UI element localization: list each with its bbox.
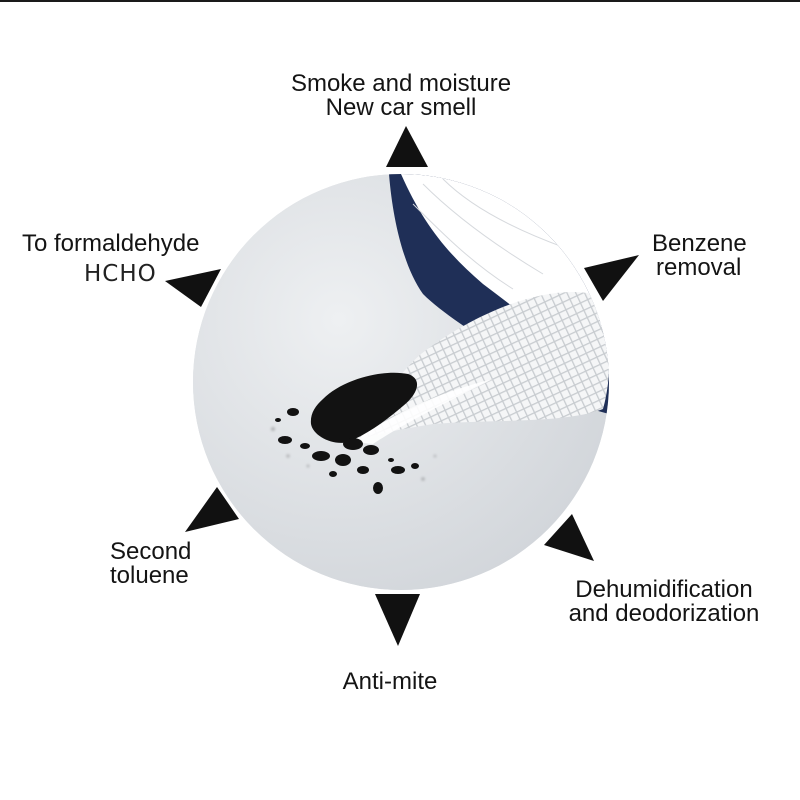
product-photo-circle: [193, 174, 609, 590]
label-top-left-line1: To formaldehyde: [22, 230, 200, 257]
bag-opening: [353, 379, 493, 444]
charcoal-granules: [275, 372, 419, 494]
label-top: Smoke and moisture New car smell: [277, 72, 525, 120]
label-bottom-right-line2: and deodorization: [568, 600, 760, 627]
label-bottom-left: Second toluene: [110, 540, 191, 588]
label-top-left-line2: HCHO: [84, 261, 157, 287]
label-top-left: To formaldehyde HCHO: [22, 230, 200, 287]
triangle-arrow-icon: [386, 126, 428, 167]
label-top-right-line2: removal: [656, 254, 742, 281]
top-border-line: [0, 0, 800, 2]
label-top-right-line1: Benzene: [652, 230, 747, 257]
label-bottom-line1: Anti-mite: [342, 668, 438, 695]
label-bottom-left-line2: toluene: [110, 562, 189, 589]
label-bottom-left-line1: Second: [110, 538, 192, 565]
label-top-line1: Smoke and moisture: [290, 70, 512, 97]
triangle-arrow-icon: [584, 255, 639, 301]
label-bottom-right-line1: Dehumidification: [575, 576, 753, 603]
label-top-right: Benzene removal: [652, 232, 747, 280]
label-bottom-right: Dehumidification and deodorization: [556, 578, 772, 626]
triangle-arrow-icon: [375, 594, 420, 646]
label-bottom: Anti-mite: [320, 670, 460, 694]
label-top-line2: New car smell: [325, 94, 477, 121]
charcoal-dust: [271, 427, 437, 481]
charcoal-bag-illustration: [193, 174, 609, 590]
mesh-bag: [353, 292, 609, 442]
